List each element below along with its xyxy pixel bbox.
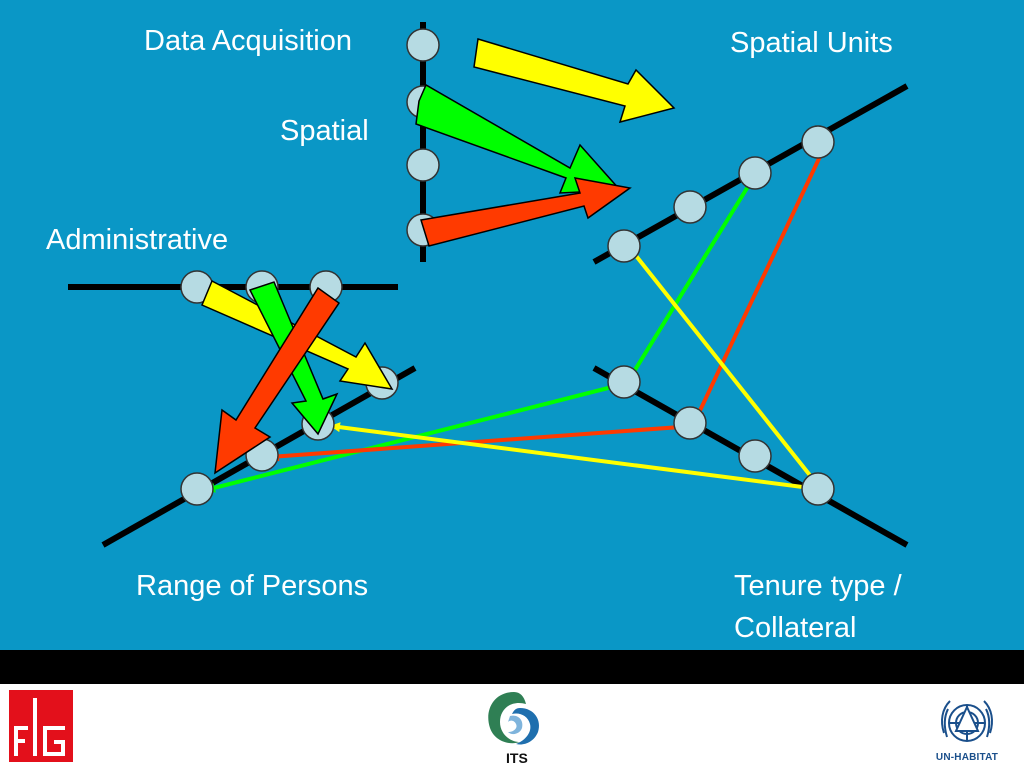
block-arrow-red-top (420, 177, 632, 247)
node-su-4 (801, 125, 835, 159)
label-range-of-persons: Range of Persons (136, 570, 369, 602)
node-da-3 (406, 148, 440, 182)
label-tenure-type: Tenure type / (734, 570, 902, 602)
node-tt-1 (607, 365, 641, 399)
node-su-1 (607, 229, 641, 263)
node-tt-3 (738, 439, 772, 473)
its-logo (480, 684, 548, 764)
node-su-2 (673, 190, 707, 224)
label-spatial: Spatial (280, 115, 369, 147)
block-arrow-yellow-top (473, 38, 676, 124)
node-da-1 (406, 28, 440, 62)
its-logo-text: ITS (506, 750, 528, 766)
node-tt-4 (801, 472, 835, 506)
thin-arrow-yellow-spatial-tenure (623, 241, 826, 495)
diagram-svg (68, 22, 909, 548)
node-su-3 (738, 156, 772, 190)
block-arrows (201, 38, 676, 475)
nodes (180, 28, 835, 506)
slide-canvas: Data Acquisition Spatial Units Spatial A… (0, 0, 1024, 650)
un-habitat-logo-text: UN-HABITAT (935, 752, 999, 763)
label-spatial-units: Spatial Units (730, 27, 893, 59)
thin-arrows (205, 137, 833, 496)
label-collateral: Collateral (734, 612, 857, 644)
thin-arrow-yellow-tenure-persons (330, 422, 828, 496)
footer-divider-bar (0, 650, 1024, 684)
label-administrative: Administrative (46, 224, 229, 256)
label-data-acquisition: Data Acquisition (144, 25, 352, 57)
block-arrow-green-top (415, 83, 622, 194)
block-arrow-red-bottom (214, 286, 341, 475)
node-tt-2 (673, 406, 707, 440)
fig-logo (9, 690, 73, 762)
node-rp-1 (180, 472, 214, 506)
thin-arrow-red-tenure-persons (269, 420, 704, 462)
un-habitat-logo (941, 700, 993, 742)
